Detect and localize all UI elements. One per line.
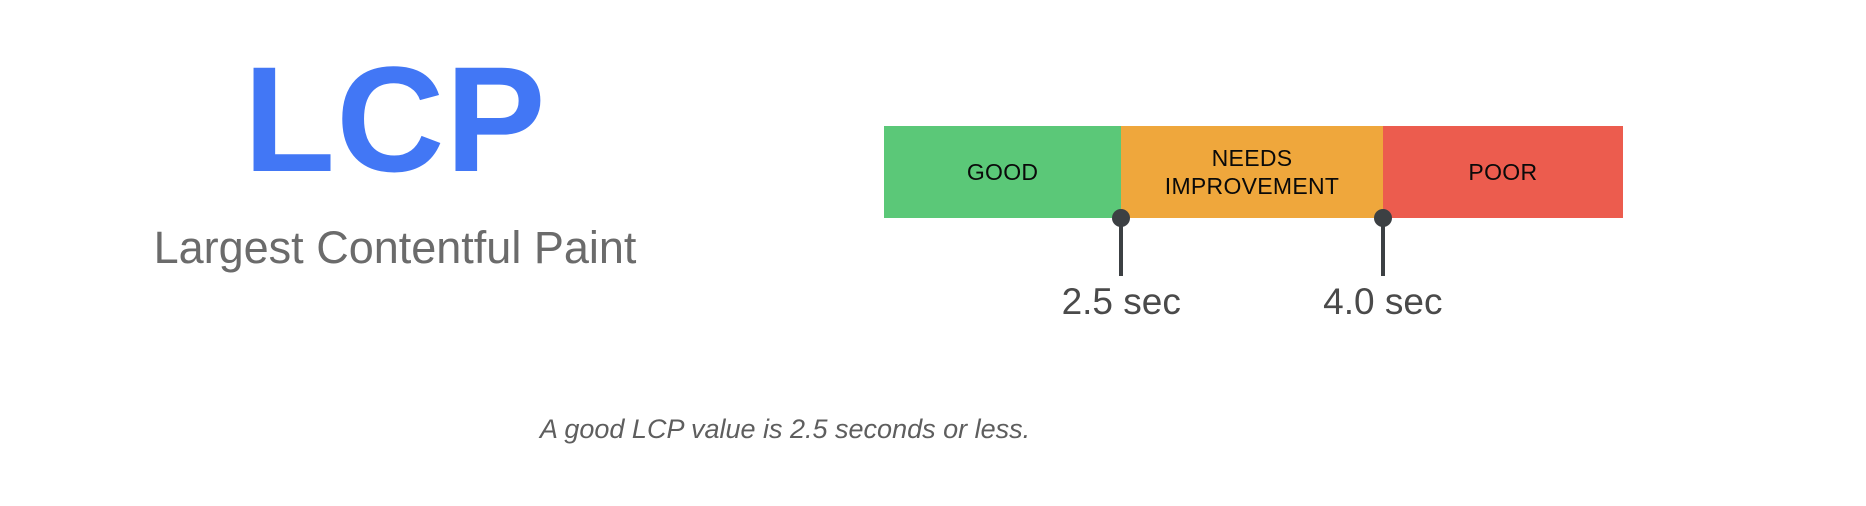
- caption-text: A good LCP value is 2.5 seconds or less.: [539, 414, 1031, 444]
- threshold-bar-container: GOOD NEEDS IMPROVEMENT POOR: [884, 126, 1623, 218]
- segment-poor-label: POOR: [1468, 159, 1538, 185]
- metric-identity-block: LCP Largest Contentful Paint: [0, 44, 790, 274]
- segment-poor: POOR: [1382, 126, 1623, 218]
- threshold-bar: GOOD NEEDS IMPROVEMENT POOR: [884, 126, 1623, 218]
- metric-full-name: Largest Contentful Paint: [153, 222, 637, 273]
- segment-needs-improvement-label: NEEDS IMPROVEMENT: [1164, 145, 1340, 199]
- segment-good-label: GOOD: [966, 159, 1039, 185]
- segment-needs-improvement: NEEDS IMPROVEMENT: [1121, 126, 1383, 218]
- threshold-label-4-0-sec: 4.0 sec: [1323, 281, 1443, 322]
- segment-good: GOOD: [884, 126, 1122, 218]
- page-title: LCP: [243, 35, 547, 203]
- marker-stem-icon: [1119, 218, 1124, 276]
- threshold-label-2-5-sec: 2.5 sec: [1061, 281, 1181, 322]
- marker-stem-icon: [1380, 218, 1385, 276]
